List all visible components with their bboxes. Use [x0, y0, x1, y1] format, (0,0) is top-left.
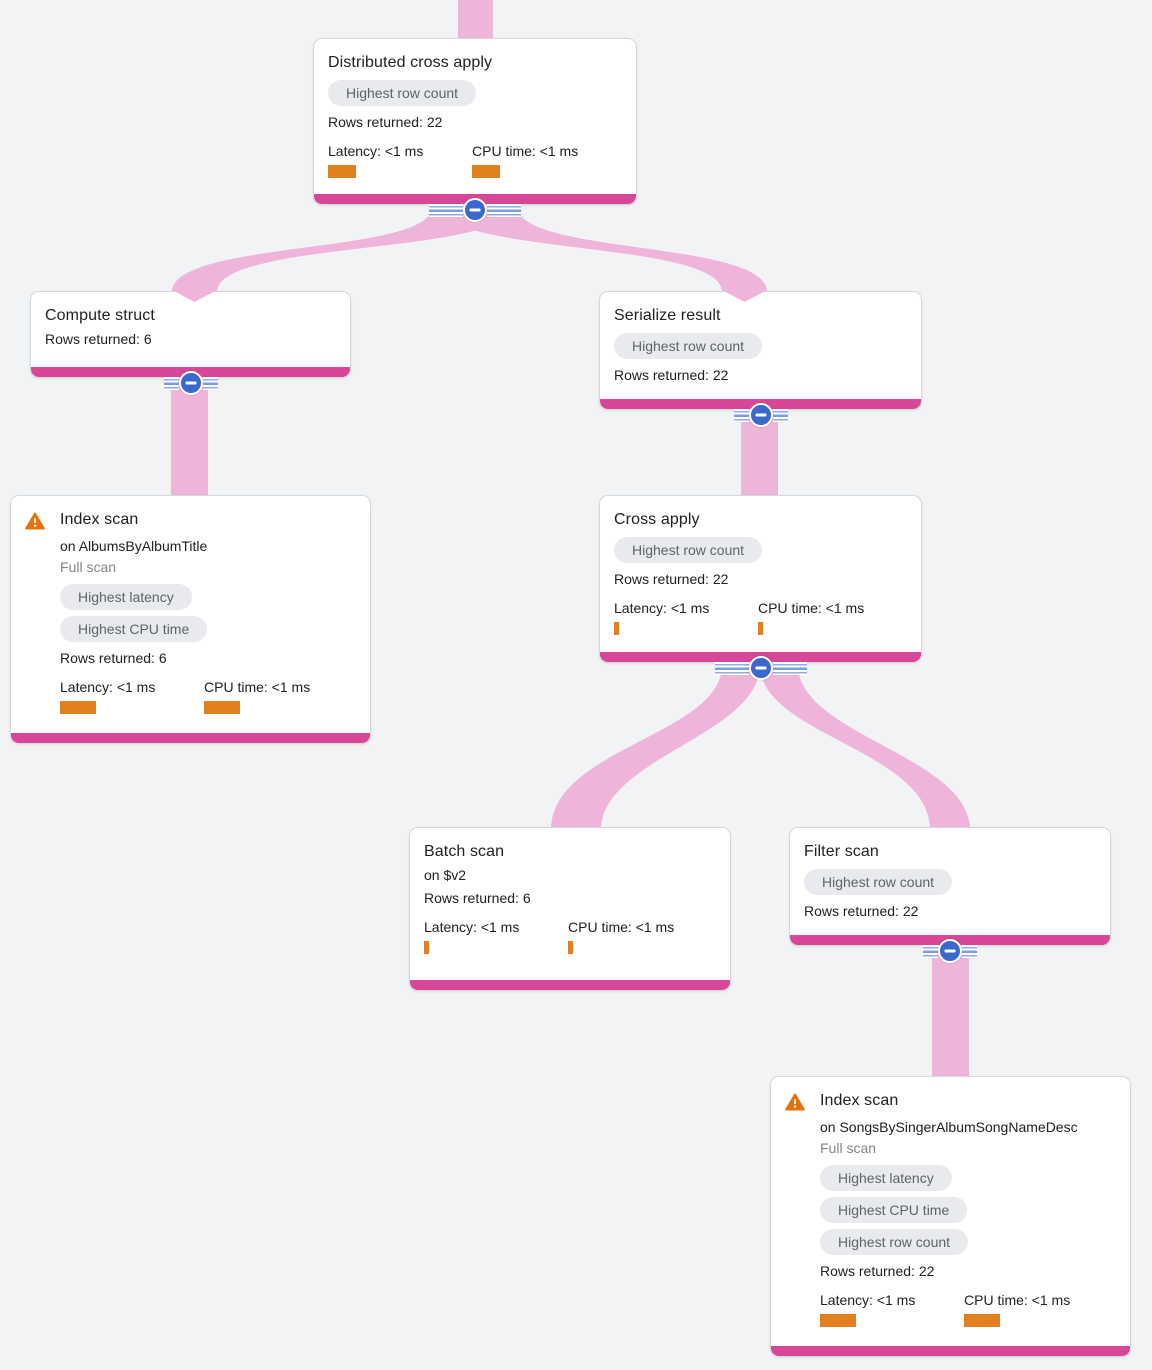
badge-highest-row-count: Highest row count	[328, 80, 477, 106]
scan-type: Full scan	[60, 559, 117, 575]
stripe-right	[962, 944, 977, 958]
cpu-time-bar	[204, 701, 240, 714]
rows-returned: Rows returned: 6	[424, 890, 531, 906]
rows-returned: Rows returned: 6	[45, 331, 152, 347]
latency-label: Latency: <1 ms	[820, 1292, 916, 1308]
cpu-time-bar	[758, 622, 763, 635]
latency-bar	[60, 701, 96, 714]
latency-label: Latency: <1 ms	[424, 919, 520, 935]
collapse-control[interactable]	[923, 939, 977, 963]
stripe-left	[733, 408, 749, 422]
warning-icon	[25, 512, 45, 530]
badge-highest-row-count: Highest row count	[614, 333, 763, 359]
badge-highest-row-count: Highest row count	[820, 1229, 969, 1255]
plan-node-index-scan-songs[interactable]: Index scan on SongsBySingerAlbumSongName…	[770, 1076, 1131, 1357]
latency-label: Latency: <1 ms	[328, 143, 424, 159]
node-title: Index scan	[60, 511, 139, 528]
rows-returned: Rows returned: 22	[614, 571, 729, 587]
warning-icon	[785, 1093, 805, 1111]
cpu-time-label: CPU time: <1 ms	[758, 600, 865, 616]
stripe-right	[772, 408, 788, 422]
collapse-control[interactable]	[714, 656, 807, 680]
link-to-index-scan-songs	[932, 948, 969, 1079]
plan-node-compute-struct[interactable]: Compute struct Rows returned: 6	[30, 291, 351, 395]
node-title: Distributed cross apply	[328, 54, 493, 71]
latency-bar	[424, 941, 429, 954]
plan-node-serialize-result[interactable]: Serialize result Highest row count Rows …	[599, 291, 922, 427]
link-to-serialize-result	[442, 207, 767, 292]
node-footer-bar	[11, 733, 370, 743]
stripe-right	[202, 376, 218, 390]
latency-label: Latency: <1 ms	[60, 679, 156, 695]
badge-highest-latency: Highest latency	[60, 584, 192, 610]
latency-bar	[328, 165, 356, 178]
plan-node-filter-scan[interactable]: Filter scan Highest row count Rows retur…	[789, 827, 1111, 963]
plan-node-index-scan-albums[interactable]: Index scan on AlbumsByAlbumTitle Full sc…	[10, 495, 371, 744]
stripe-left	[923, 944, 938, 958]
stripe-left	[429, 203, 463, 217]
stripe-right	[487, 203, 521, 217]
cpu-time-bar	[964, 1314, 1000, 1327]
latency-bar	[820, 1314, 856, 1327]
badge-highest-latency: Highest latency	[820, 1165, 952, 1191]
minus-icon	[944, 949, 956, 953]
collapse-control[interactable]	[429, 198, 521, 222]
collapse-control[interactable]	[733, 403, 788, 427]
node-title: Serialize result	[614, 307, 721, 324]
collapse-button[interactable]	[748, 403, 773, 427]
stripe-left	[714, 661, 749, 675]
node-title: Index scan	[820, 1092, 899, 1109]
latency-bar	[614, 622, 619, 635]
collapse-button[interactable]	[178, 371, 203, 395]
scan-target: on AlbumsByAlbumTitle	[60, 538, 208, 554]
link-to-compute-struct	[172, 207, 510, 292]
minus-icon	[755, 413, 766, 417]
badge-highest-row-count: Highest row count	[614, 537, 763, 563]
collapse-button[interactable]	[748, 656, 773, 680]
rows-returned: Rows returned: 22	[804, 903, 919, 919]
minus-icon	[755, 666, 766, 670]
link-to-filter-scan	[760, 665, 970, 830]
scan-target: on SongsBySingerAlbumSongNameDesc	[820, 1119, 1078, 1135]
cpu-time-label: CPU time: <1 ms	[964, 1292, 1071, 1308]
node-title: Cross apply	[614, 511, 700, 528]
minus-icon	[185, 381, 196, 385]
rows-returned: Rows returned: 22	[614, 367, 729, 383]
stripe-left	[163, 376, 179, 390]
minus-icon	[469, 208, 481, 212]
rows-returned: Rows returned: 22	[820, 1263, 935, 1279]
scan-type: Full scan	[820, 1140, 877, 1156]
collapse-button[interactable]	[938, 939, 962, 963]
collapse-button[interactable]	[463, 198, 487, 222]
node-title: Filter scan	[804, 843, 879, 860]
rows-returned: Rows returned: 6	[60, 650, 167, 666]
node-footer-bar	[771, 1346, 1130, 1356]
scan-target: on $v2	[424, 867, 467, 883]
cpu-time-label: CPU time: <1 ms	[204, 679, 311, 695]
rows-returned: Rows returned: 22	[328, 114, 443, 130]
node-title: Batch scan	[424, 843, 505, 860]
badge-highest-row-count: Highest row count	[804, 869, 953, 895]
link-to-batch-scan	[551, 665, 760, 830]
link-to-index-scan-albums	[171, 380, 208, 498]
node-title: Compute struct	[45, 307, 155, 324]
node-footer-bar	[410, 980, 730, 990]
stripe-right	[772, 661, 807, 675]
link-parent-to-distributed-cross-apply	[458, 0, 493, 42]
cpu-time-label: CPU time: <1 ms	[568, 919, 675, 935]
badge-highest-cpu-time: Highest CPU time	[820, 1197, 968, 1223]
plan-node-cross-apply[interactable]: Cross apply Highest row count Rows retur…	[599, 495, 922, 680]
cpu-time-bar	[472, 165, 500, 178]
plan-node-batch-scan[interactable]: Batch scan on $v2 Rows returned: 6 Laten…	[409, 827, 731, 991]
cpu-time-bar	[568, 941, 573, 954]
latency-label: Latency: <1 ms	[614, 600, 710, 616]
plan-node-distributed-cross-apply[interactable]: Distributed cross apply Highest row coun…	[313, 38, 637, 222]
badge-highest-cpu-time: Highest CPU time	[60, 616, 208, 642]
cpu-time-label: CPU time: <1 ms	[472, 143, 579, 159]
collapse-control[interactable]	[163, 371, 218, 395]
